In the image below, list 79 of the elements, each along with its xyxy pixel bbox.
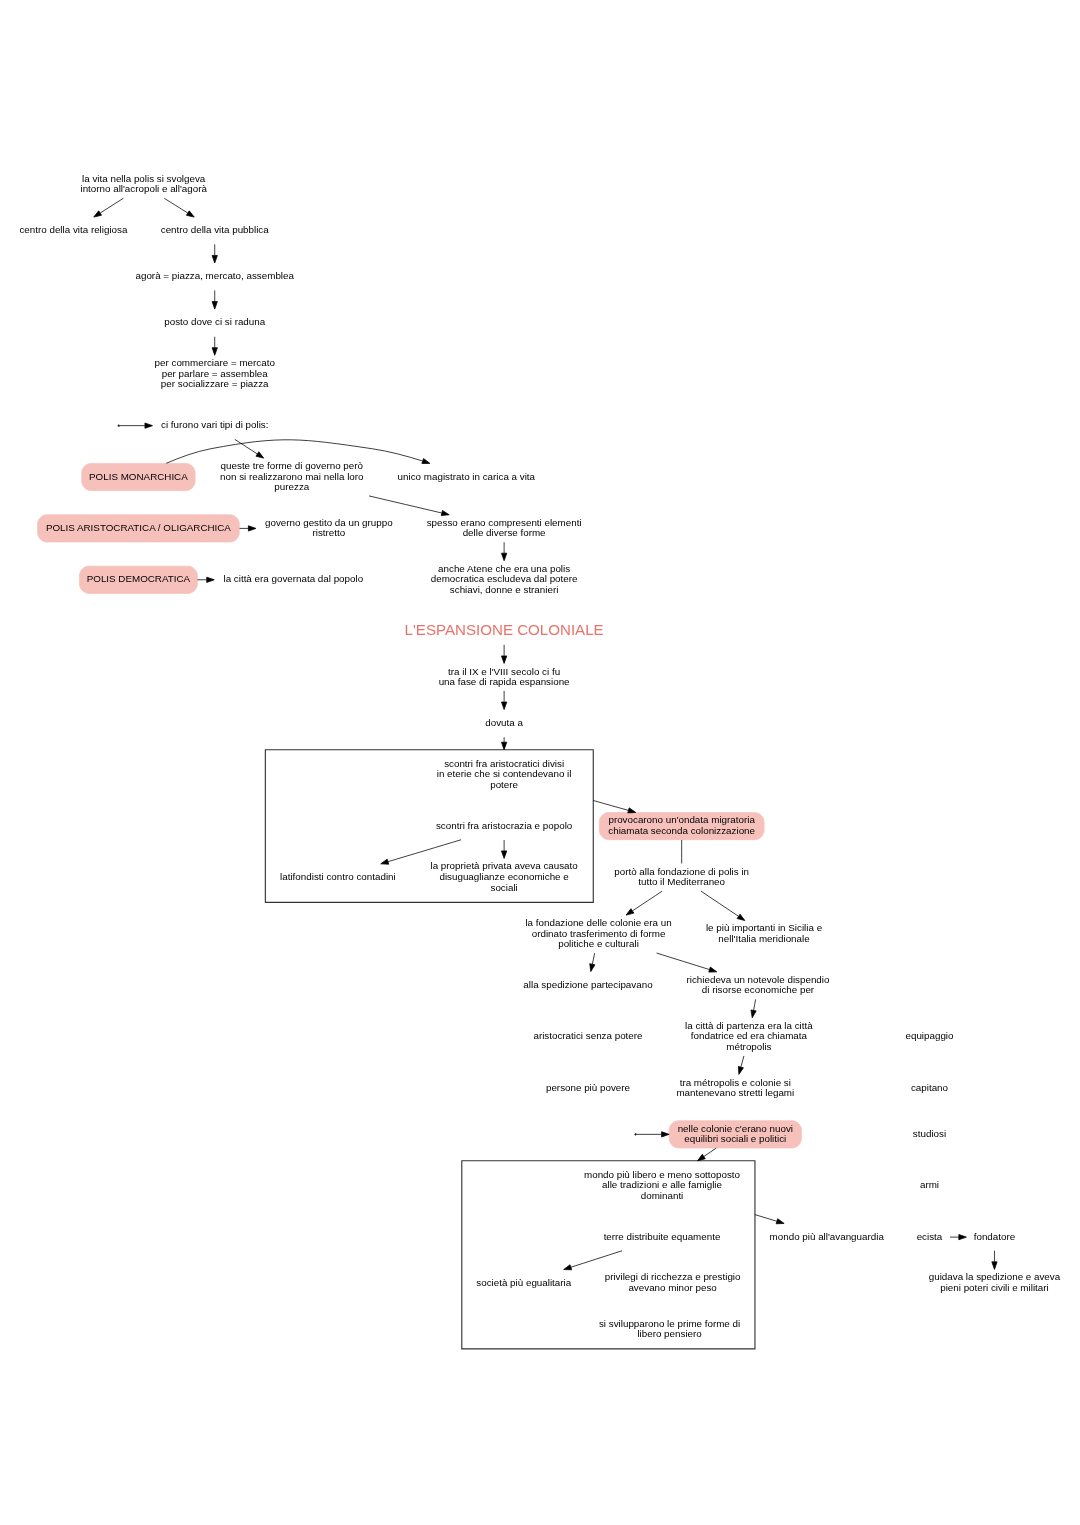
node-text: L'ESPANSIONE COLONIALE bbox=[404, 620, 604, 638]
node-text: centro della vita pubblica bbox=[160, 223, 269, 235]
node-text: la proprietà privata aveva causato disuguaglianze economiche e sociali bbox=[430, 859, 578, 893]
node-text: spesso erano compresenti elementi delle diverse forme bbox=[426, 516, 582, 538]
node-text: fondatore bbox=[973, 1230, 1016, 1242]
cluster bbox=[264, 748, 594, 903]
node-text: le più importanti in Sicilia e nell'Italia meridionale bbox=[705, 921, 823, 944]
arrow bbox=[234, 438, 265, 458]
node-text: la fondazione delle colonie era un ordinato trasferimento di forme politiche e culturali bbox=[525, 916, 672, 949]
arrow bbox=[211, 243, 218, 263]
node-text: mondo più all'avanguardia bbox=[769, 1230, 884, 1242]
node-text: equipaggio bbox=[905, 1029, 954, 1041]
arrow bbox=[211, 289, 218, 309]
arrow bbox=[211, 335, 218, 356]
arrow bbox=[119, 422, 153, 429]
arrow bbox=[368, 495, 450, 516]
arrow bbox=[501, 690, 508, 710]
node-text: unico magistrato in carica a vita bbox=[397, 470, 536, 482]
node-text: ecista bbox=[916, 1230, 943, 1242]
node-text: studiosi bbox=[912, 1127, 947, 1139]
node-text: si svilupparono le prime forme di libero pensiero bbox=[598, 1317, 741, 1339]
node-text: la città era governata dal popolo bbox=[223, 572, 364, 584]
arrow bbox=[754, 1213, 785, 1224]
arrow bbox=[501, 643, 508, 664]
node-text: portò alla fondazione di polis in tutto il Mediterraneo bbox=[614, 865, 750, 887]
node-box: POLIS DEMOCRATICA bbox=[79, 565, 198, 594]
node-text: per commerciare = mercato per parlare = assemblea per socializzare = piazza bbox=[154, 356, 275, 389]
arrow bbox=[501, 541, 508, 561]
arrow bbox=[501, 736, 508, 750]
node-text: mondo più libero e meno sottoposto alle tradizioni e alle famiglie dominanti bbox=[584, 1168, 741, 1201]
node-text: persone più povere bbox=[545, 1081, 630, 1093]
node-text: guidava la spedizione e aveva pieni poteri civili e militari bbox=[928, 1270, 1061, 1293]
node-box: provocarono un'ondata migratoria chiamata seconda colonizzazione bbox=[598, 811, 765, 840]
node-text: la vita nella polis si svolgeva intorno all'acropoli e all'agorà bbox=[80, 172, 207, 194]
arrow bbox=[697, 1147, 717, 1161]
node-box: POLIS MONARCHICA bbox=[81, 462, 196, 491]
arrow bbox=[700, 890, 746, 921]
node-text: tra métropolis e colonie si mantenevano stretti legami bbox=[676, 1076, 795, 1098]
node-text: queste tre forme di governo però non si realizzarono mai nella loro purezza bbox=[220, 459, 364, 492]
arrow bbox=[380, 838, 462, 865]
node-text: scontri fra aristocratici divisi in eterie che si contendevano il potere bbox=[436, 757, 572, 790]
arrow bbox=[625, 890, 663, 915]
node-text: alla spedizione partecipavano bbox=[523, 978, 653, 990]
arrow bbox=[750, 998, 757, 1018]
node-text: società più egualitaria bbox=[476, 1276, 572, 1288]
node-text: agorà = piazza, mercato, assemblea bbox=[135, 269, 294, 281]
arrow bbox=[563, 1249, 623, 1270]
node-text: anche Atene che era una polis democratica escludeva dal potere schiavi, donne e stranieri bbox=[430, 562, 578, 595]
arrow bbox=[197, 576, 215, 583]
node-text: la città di partenza era la città fondatrice ed era chiamata métropolis bbox=[685, 1019, 813, 1052]
arrow bbox=[949, 1233, 967, 1240]
node-box: nelle colonie c'erano nuovi equilibri sociali e politici bbox=[668, 1119, 802, 1148]
arrow bbox=[165, 438, 431, 464]
arrow bbox=[737, 1055, 745, 1075]
node-text: governo gestito da un gruppo ristretto bbox=[264, 516, 393, 538]
node-text: posto dove ci si raduna bbox=[164, 315, 266, 327]
node-text: aristocratici senza potere bbox=[533, 1029, 643, 1041]
node-text: richiedeva un notevole dispendio di risorse economiche per bbox=[686, 973, 830, 995]
node-text: latifondisti contro contadini bbox=[280, 870, 396, 882]
node-text: armi bbox=[919, 1178, 940, 1190]
node-text: scontri fra aristocrazia e popolo bbox=[435, 819, 573, 831]
cluster bbox=[461, 1159, 756, 1349]
arrow bbox=[656, 952, 718, 972]
node-text: centro della vita religiosa bbox=[19, 223, 128, 235]
arrow bbox=[636, 1130, 670, 1137]
node-text: terre distribuite equamente bbox=[603, 1230, 721, 1242]
arrow bbox=[592, 799, 637, 813]
arrow bbox=[93, 197, 124, 217]
arrow bbox=[239, 524, 257, 531]
node-text: dovuta a bbox=[485, 716, 523, 728]
arrow bbox=[501, 839, 508, 859]
node-box: POLIS ARISTOCRATICA / OLIGARCHICA bbox=[37, 513, 240, 542]
node-text: privilegi di ricchezza e prestigio avevano minor peso bbox=[604, 1270, 741, 1293]
arrow bbox=[163, 197, 195, 217]
node-text: capitano bbox=[910, 1081, 949, 1093]
arrow bbox=[991, 1249, 998, 1270]
arrow bbox=[589, 952, 596, 972]
node-text: ci furono vari tipi di polis: bbox=[161, 418, 269, 430]
node-text: tra il IX e l'VIII secolo ci fu una fase di rapida espansione bbox=[438, 665, 570, 687]
